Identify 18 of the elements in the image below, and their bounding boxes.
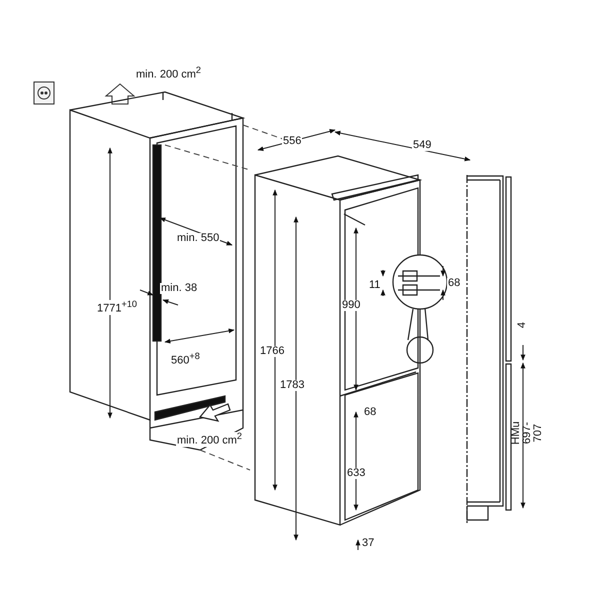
dimension-label: min. 550 [176, 233, 220, 244]
dimension-label: 4 [517, 320, 528, 330]
dimension-label: 1783 [279, 380, 306, 391]
dimension-label: 37 [361, 538, 376, 549]
dimension-label: 68 [363, 407, 378, 418]
dimension-label: min. 38 [160, 283, 198, 294]
dimension-label: 11 [368, 280, 382, 291]
dimension-label: HMu 697-707 [511, 420, 544, 447]
dimension-label: 549 [412, 140, 432, 151]
airflow-note: min. 200 cm$^{2}$ [135, 66, 202, 81]
dimension-label: 560$^{+8}$ [170, 352, 201, 367]
dimension-label: 1771$^{+10}$ [96, 300, 138, 315]
airflow-note: min. 200 cm$^{2}$ [176, 432, 244, 447]
dimension-label: 1766 [259, 346, 286, 357]
dimension-label: 556 [282, 136, 302, 147]
dimension-label: 633 [346, 468, 366, 479]
dimension-label: 990 [341, 300, 362, 311]
dimension-label: 68 [447, 278, 462, 289]
